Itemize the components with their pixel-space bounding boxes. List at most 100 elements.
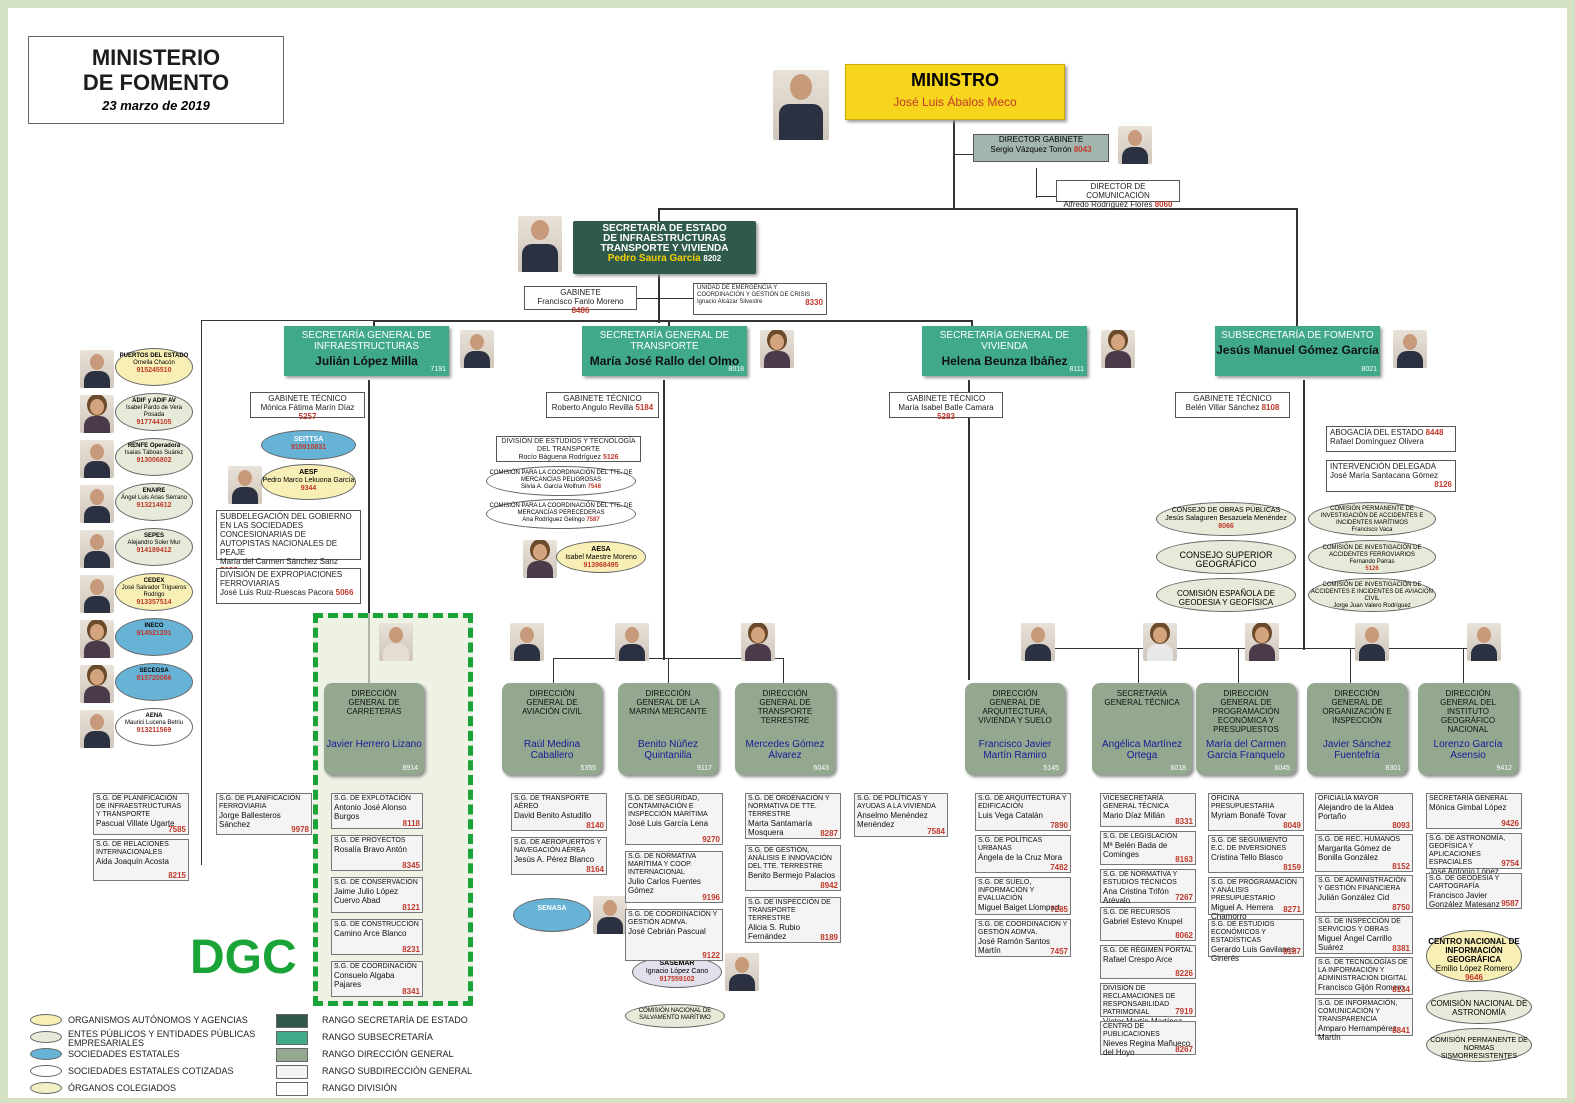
sg-title: OFICIALÍA MAYOR xyxy=(1318,795,1379,802)
ente-photo xyxy=(80,620,114,658)
minister-title: MINISTRO xyxy=(911,70,999,90)
sg-title: SECRETARÍA GENERAL xyxy=(1429,795,1509,802)
consejo-obras-ellipse: CONSEJO DE OBRAS PÚBLICAS Jesús Salagure… xyxy=(1156,502,1296,536)
legend-right-4: RANGO DIVISIÓN xyxy=(322,1083,398,1093)
sg-name: José Cebrián Pascual xyxy=(628,927,706,936)
sg-name: Jesús A. Pérez Blanco xyxy=(514,855,595,864)
subdireccion-box: S.G. DE ADMINISTRACIÓN Y GESTIÓN FINANCI… xyxy=(1315,875,1413,913)
sg-name: Consuelo Algaba Pajares xyxy=(334,971,395,989)
sg-name: Jaime Julio López Cuervo Abad xyxy=(334,887,399,905)
comision-geodesia-ellipse: COMISIÓN ESPAÑOLA DE GEODESIA Y GEOFÍSIC… xyxy=(1156,578,1296,612)
sg-num: 7285 xyxy=(1050,905,1068,914)
dg-name: María del Carmen García Franquelo xyxy=(1205,739,1287,761)
dg-title: DIRECCIÓN GENERAL DE TRANSPORTE TERRESTR… xyxy=(757,689,813,725)
dg-title: DIRECCIÓN GENERAL DE PROGRAMACIÓN ECONÓM… xyxy=(1212,689,1280,733)
ente-photo xyxy=(80,575,114,613)
direccion-general-box: DIRECCIÓN GENERAL DE TRANSPORTE TERRESTR… xyxy=(735,683,835,775)
sg-num: 8189 xyxy=(820,933,838,942)
dg-title: DIRECCIÓN GENERAL DEL INSTITUTO GEOGRÁFI… xyxy=(1440,689,1496,733)
ente-title: CEDEX xyxy=(143,578,165,584)
ciaf-ellipse: COMISIÓN DE INVESTIGACIÓN DE ACCIDENTES … xyxy=(1308,540,1436,574)
sg-num: 8163 xyxy=(1175,855,1193,864)
sg-infraestructuras-box: SECRETARÍA GENERAL DE INFRAESTRUCTURAS J… xyxy=(284,326,449,376)
ente-phone: 913357514 xyxy=(136,599,172,606)
sg-num: 8942 xyxy=(820,881,838,890)
gabinete-tecnico-1: GABINETE TÉCNICO Mónica Fátima Marín Día… xyxy=(250,392,365,421)
sg-num: 8121 xyxy=(402,903,420,912)
sg-name: Anselmo Menéndez Menéndez xyxy=(857,811,928,829)
seittsa-ellipse: SEITTSA 915910831 xyxy=(261,430,356,460)
dg-name: Francisco Javier Martín Ramiro xyxy=(978,739,1052,761)
dg-num: 5355 xyxy=(580,765,596,772)
ente-title: ADIF y ADIF AV xyxy=(132,398,176,404)
dg-arquitectura-photo xyxy=(1021,623,1055,661)
sg-num: 7919 xyxy=(1175,1007,1193,1016)
cn-astronomia-ellipse: COMISIÓN NACIONAL DE ASTRONOMÍA xyxy=(1426,990,1532,1024)
sg-title: S.G. DE PLANIFICACIÓN FERROVIARIA xyxy=(219,795,301,810)
sg-title: S.G. DE EXPLOTACIÓN xyxy=(334,795,411,802)
sg-title: S.G. DE ADMINISTRACIÓN Y GESTIÓN FINANCI… xyxy=(1318,877,1406,892)
dg-title: DIRECCIÓN GENERAL DE AVIACIÓN CIVIL xyxy=(522,689,582,716)
subdireccion-box: S.G. DE INSPECCIÓN DE TRANSPORTE TERREST… xyxy=(745,897,841,943)
sg-title: S.G. DE INSPECCIÓN DE TRANSPORTE TERREST… xyxy=(748,899,831,922)
comision-mercancias-peligrosas: COMISIÓN PARA LA COORDINACIÓN DEL TTE. D… xyxy=(486,466,636,496)
ministry-title-1: MINISTERIO xyxy=(91,45,221,70)
minister-box: MINISTRO José Luis Ábalos Meco xyxy=(845,64,1065,120)
sg-name: Rosalía Bravo Antón xyxy=(334,845,407,854)
sg-num: 8152 xyxy=(1392,862,1410,871)
sg-title: S.G. DE SEGURIDAD, CONTAMINACIÓN E INSPE… xyxy=(628,795,708,818)
ente-phone: 913214612 xyxy=(136,502,172,509)
sg-name: José Ramón Santos Martín xyxy=(978,937,1051,955)
dg-num: 6045 xyxy=(1274,765,1290,772)
sg-num: 7457 xyxy=(1050,947,1068,956)
sg-name: Aida Joaquín Acosta xyxy=(96,857,169,866)
sg-vivienda-box: SECRETARÍA GENERAL DE VIVIENDA Helena Be… xyxy=(922,326,1087,376)
sgt-photo xyxy=(1143,623,1177,661)
gabinete-tecnico-2: GABINETE TÉCNICO Roberto Angulo Revilla … xyxy=(546,392,659,418)
ente-title: PUERTOS DEL ESTADO xyxy=(119,353,189,359)
sg-num: 8750 xyxy=(1392,903,1410,912)
sg-title: S.G. DE AEROPUERTOS Y NAVEGACIÓN AÉREA xyxy=(514,839,602,854)
sg-num: 9754 xyxy=(1501,859,1519,868)
dg-name: Mercedes Gómez Álvarez xyxy=(745,739,825,761)
sg-name: Miguel Ángel Carrillo Suárez xyxy=(1318,934,1392,952)
dg-terrestre-photo xyxy=(741,623,775,661)
direccion-general-box: DIRECCIÓN GENERAL DE ARQUITECTURA, VIVIE… xyxy=(965,683,1065,775)
sec-estado-box: SECRETARÍA DE ESTADO DE INFRAESTRUCTURAS… xyxy=(573,221,756,274)
sg-num: 9122 xyxy=(702,951,720,960)
sg-num: 9426 xyxy=(1501,819,1519,828)
legend-left-1: ENTES PÚBLICOS Y ENTIDADES PÚBLICAS EMPR… xyxy=(68,1029,256,1048)
sg-title: S.G. DE COORDINACIÓN xyxy=(334,963,417,970)
sg-num: 7890 xyxy=(1050,821,1068,830)
subdireccion-box: S.G. DE NORMATIVA MARÍTIMA Y COOP. INTER… xyxy=(625,851,723,903)
sg-title: S.G. DE SEGUIMIENTO E.C. DE INVERSIONES xyxy=(1211,837,1288,852)
sg-infraestructuras-photo xyxy=(460,330,494,368)
sg-name: Marta Santamaría Mosquera xyxy=(748,819,813,837)
cnig-ellipse: CENTRO NACIONAL DE INFORMACIÓN GEOGRÁFIC… xyxy=(1426,930,1522,982)
sg-name: Mario Díaz Millán xyxy=(1103,811,1165,820)
sg-title: S.G. DE POLÍTICAS URBANAS xyxy=(978,837,1043,852)
sg-name: Myriam Bonafé Tovar xyxy=(1211,811,1287,820)
sg-name: Ángela de la Cruz Mora xyxy=(978,853,1063,862)
sg-num: 9196 xyxy=(702,893,720,902)
sg-name: Julián González Cid xyxy=(1318,893,1390,902)
sg-transporte-photo xyxy=(760,330,794,368)
subdireccion-box: S.G. DE INFORMACIÓN, COMUNICACIÓN Y TRAN… xyxy=(1315,998,1413,1042)
sg-num: 8134 xyxy=(1392,985,1410,994)
